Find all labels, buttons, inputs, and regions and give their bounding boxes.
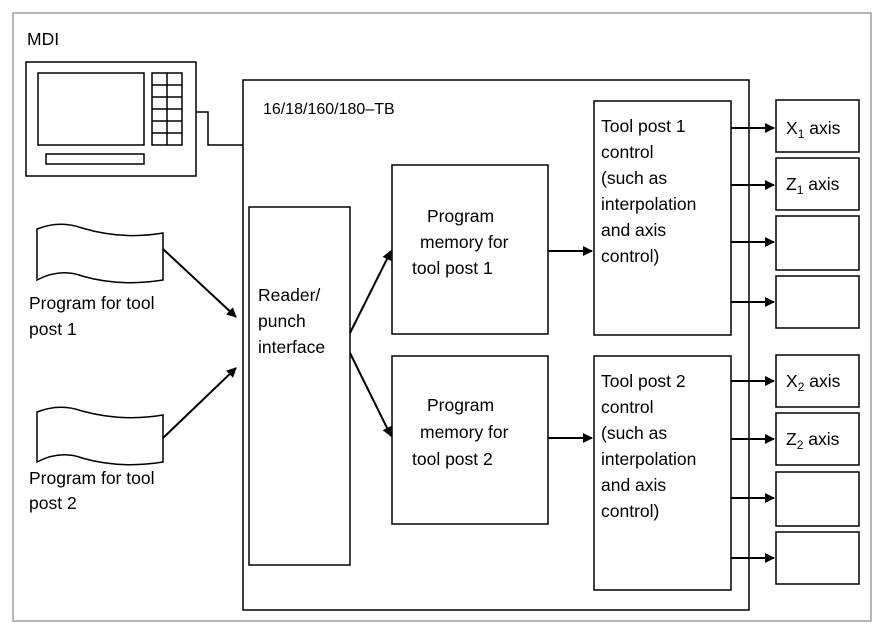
control-box-1 (593, 100, 732, 336)
axis-label-z2: Z2 axis (786, 429, 840, 452)
axis-box (775, 275, 860, 329)
mdi-label: MDI (27, 29, 60, 49)
mdi-unit-icon (25, 61, 197, 177)
memory-box-2 (391, 355, 549, 525)
arrow-reader-memory-1 (349, 250, 392, 334)
outer-frame (12, 12, 872, 622)
control-box-2 (593, 355, 732, 591)
axis-box (775, 354, 860, 408)
axis-box (775, 157, 860, 211)
axis-box (775, 471, 860, 527)
axis-label-x1: X1 axis (786, 118, 841, 141)
controller-box (242, 79, 750, 611)
reader-punch-box (248, 206, 351, 566)
mdi-cable (196, 111, 243, 146)
axis-box (775, 215, 860, 271)
axis-box (775, 99, 860, 153)
memory-box-1 (391, 164, 549, 335)
axis-arrows (731, 123, 775, 563)
arrow-reader-memory-2 (349, 352, 392, 437)
paper-tape-icon (36, 223, 164, 284)
arrow-tape-1 (162, 248, 237, 318)
axis-label-z1: Z1 axis (786, 174, 840, 197)
arrow-tape-2 (162, 367, 237, 439)
paper-tape-icon (36, 406, 164, 466)
axis-box (775, 531, 860, 585)
axis-label-x2: X2 axis (786, 371, 841, 394)
axis-box (775, 412, 860, 466)
controller-label: 16/18/160/180–TB (263, 101, 395, 118)
